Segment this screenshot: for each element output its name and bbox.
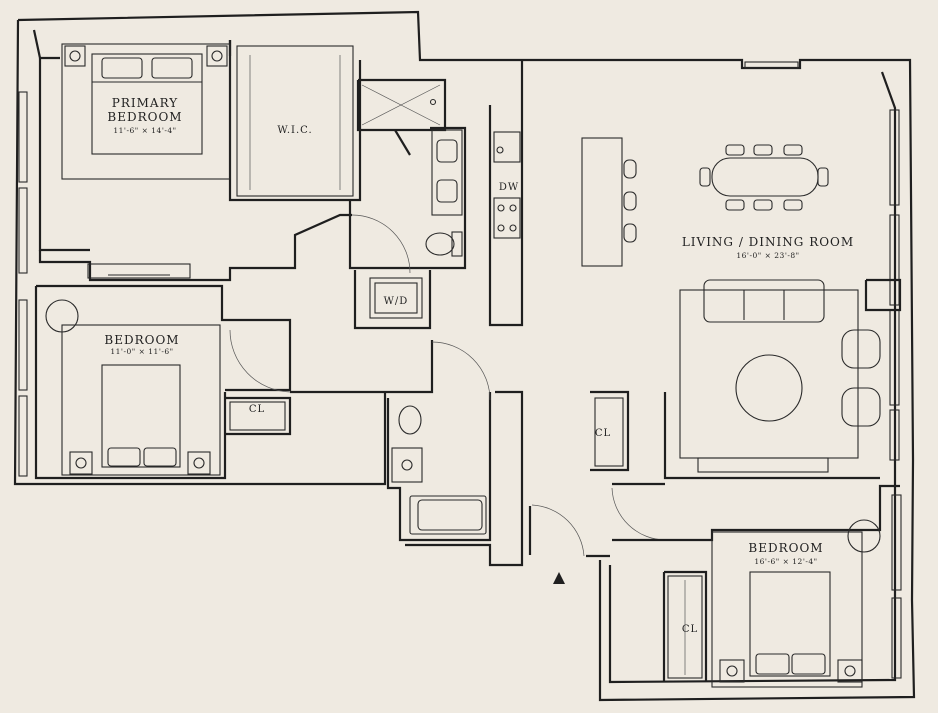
pillow-icon: [143, 447, 177, 467]
hall-bath: [290, 340, 492, 542]
dining-table: [711, 157, 819, 197]
sofa: [703, 279, 825, 323]
bed-south: [749, 571, 831, 677]
primary-bedroom: PRIMARY BEDROOM 11'-6" × 14'-4" W.I.C.: [38, 40, 362, 282]
rug-west: [61, 324, 221, 476]
nightstand-icon: [837, 659, 863, 683]
sink-icon: [436, 139, 458, 163]
pillow-icon: [101, 57, 143, 79]
nightstand-icon: [64, 45, 86, 67]
bedroom-west-label: BEDROOM: [104, 333, 179, 347]
closet-south-label: CL: [682, 624, 698, 635]
cooktop: [493, 197, 521, 239]
primary-bedroom-label-1: PRIMARY: [112, 96, 178, 110]
sink-icon: [391, 447, 423, 483]
living-dining-dims: 16'-0" × 23'-8": [736, 251, 799, 260]
primary-bedroom-label-2: BEDROOM: [107, 110, 182, 124]
stool-icon: [623, 159, 637, 179]
coffee-table: [735, 354, 803, 422]
bed-primary: [91, 53, 203, 155]
armchair-icon: [841, 329, 881, 369]
dresser: [87, 263, 191, 279]
bedroom-west-dims: 11'-0" × 11'-6": [110, 347, 173, 356]
living-dining-room: LIVING / DINING ROOM 16'-0" × 23'-8": [520, 60, 902, 473]
stool-icon: [623, 223, 637, 243]
wic-label: W.I.C.: [277, 125, 312, 136]
nightstand-icon: [187, 451, 211, 475]
stool-icon: [623, 191, 637, 211]
nightstand-icon: [206, 45, 228, 67]
toilet-icon: [425, 232, 455, 256]
dw-label: DW: [499, 182, 519, 193]
pillow-icon: [791, 653, 826, 675]
bathtub: [409, 495, 487, 535]
nightstand-icon: [719, 659, 745, 683]
closet-center-label: CL: [595, 428, 611, 439]
kitchen-sink: [493, 131, 521, 163]
living-rug: [679, 289, 859, 459]
pillow-icon: [151, 57, 193, 79]
bedroom-south: BEDROOM 16'-6" × 12'-4" CL: [612, 484, 900, 688]
nightstand-icon: [69, 451, 93, 475]
rug-south: [711, 531, 863, 688]
closet-west-label: CL: [249, 404, 265, 415]
toilet-icon: [398, 405, 422, 435]
bedroom-south-label: BEDROOM: [748, 541, 823, 555]
armchair-icon: [841, 387, 881, 427]
primary-bedroom-dims: 11'-6" × 14'-4": [113, 126, 176, 135]
armchair-icon: [45, 299, 79, 333]
pillow-icon: [755, 653, 790, 675]
rug-primary: [61, 43, 231, 180]
pillow-icon: [107, 447, 141, 467]
wd-label: W/D: [384, 296, 409, 307]
entry-arrow-icon: [553, 572, 565, 584]
kitchen: DW: [488, 85, 637, 327]
washer-dryer: [369, 277, 423, 319]
bed-west: [101, 364, 181, 468]
entry-hall: CL: [290, 390, 880, 584]
kitchen-island: [581, 137, 623, 267]
exterior-walls: [13, 10, 916, 702]
armchair-icon: [847, 519, 881, 553]
living-dining-label: LIVING / DINING ROOM: [682, 235, 854, 249]
sink-icon: [436, 179, 458, 203]
media-console: [697, 457, 829, 473]
bedroom-west: BEDROOM 11'-0" × 11'-6" CL: [34, 284, 292, 480]
primary-bath: W/D: [348, 78, 467, 330]
bedroom-south-dims: 16'-6" × 12'-4": [754, 557, 817, 566]
